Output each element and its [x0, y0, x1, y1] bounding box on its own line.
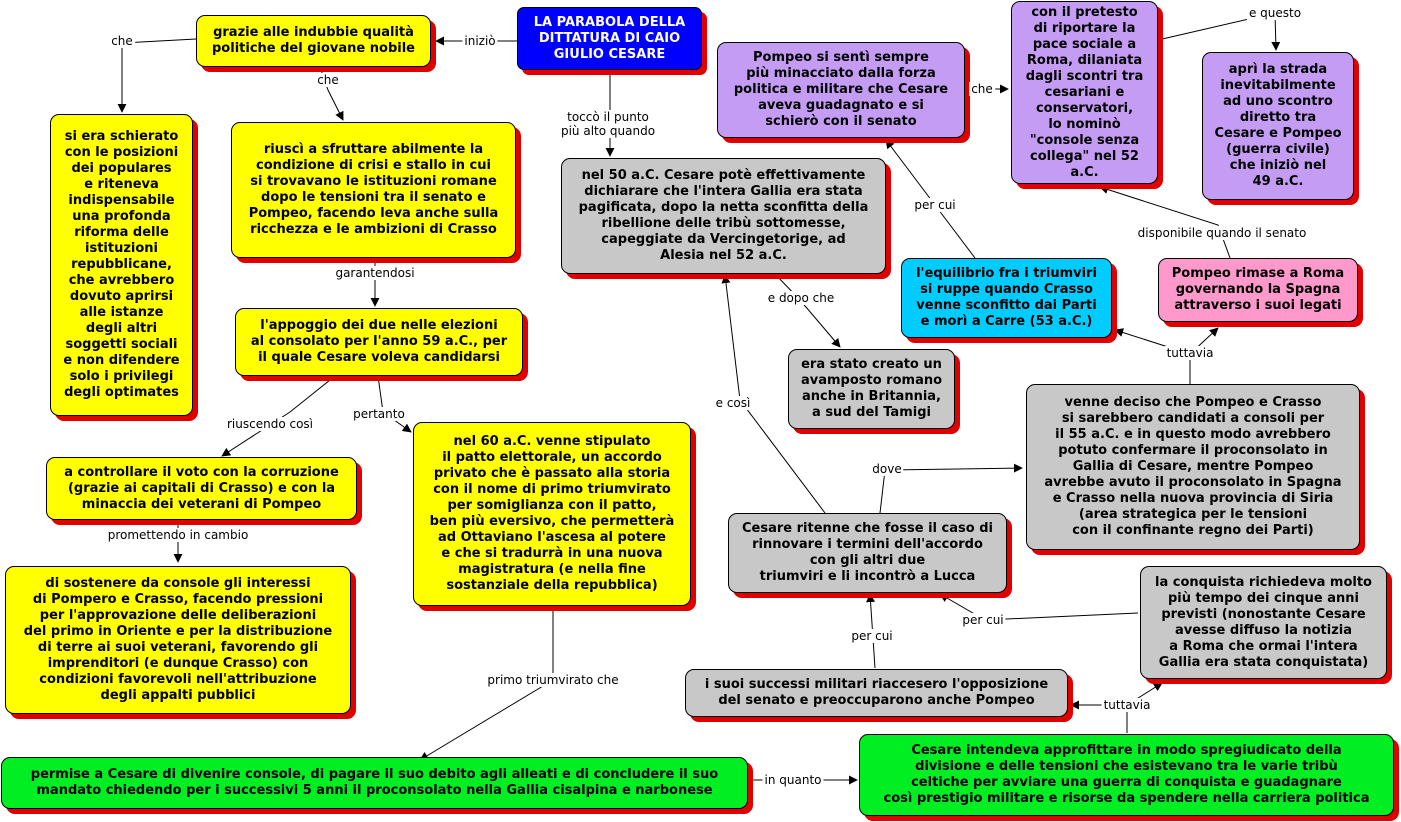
label-per-cui-1: per cui [912, 198, 958, 212]
node-deciso: venne deciso che Pompeo e Crasso si sare… [1026, 384, 1360, 550]
label-inizio: iniziò [462, 34, 498, 48]
node-pretesto: con il pretesto di riportare la pace soc… [1011, 1, 1158, 184]
node-conquista: la conquista richiedeva molto più tempo … [1140, 566, 1387, 679]
label-promettendo: promettendo in cambio [105, 528, 251, 542]
label-primo-triumvirato: primo triumvirato che [485, 673, 621, 687]
title-node: LA PARABOLA DELLA DITTATURA DI CAIO GIUL… [517, 7, 702, 70]
node-controllare: a controllare il voto con la corruzione … [46, 457, 357, 520]
label-disponibile: disponibile quando il senato [1135, 226, 1309, 240]
node-avamposto: era stato creato un avamposto romano anc… [788, 349, 955, 429]
node-successi: i suoi successi militari riaccesero l'op… [685, 669, 1068, 717]
link-gallia50-avamposto [774, 273, 841, 348]
node-equilibrio: l'equilibrio fra i triumviri si ruppe qu… [901, 258, 1112, 338]
label-e-dopo-che: e dopo che [765, 291, 837, 305]
node-pompeo-minacciato: Pompeo si sentì sempre più minacciato da… [717, 42, 965, 138]
label-che-1: che [109, 34, 135, 48]
node-schierato: si era schierato con le posizioni dei po… [50, 114, 193, 416]
link-appoggio-patto [377, 375, 412, 433]
node-patto: nel 60 a.C. venne stipulato il patto ele… [413, 422, 691, 606]
node-pompeo-roma: Pompeo rimase a Roma governando la Spagn… [1158, 258, 1358, 322]
label-e-questo: e questo [1246, 6, 1304, 20]
node-lucca: Cesare ritenne che fosse il caso di rinn… [728, 513, 1007, 593]
label-garantendosi: garantendosi [333, 266, 417, 280]
node-sostenere: di sostenere da console gli interessi di… [5, 566, 351, 714]
link-appoggio-controllare [221, 375, 336, 457]
label-e-cosi: e così [713, 396, 753, 410]
link-qualita-schierato [117, 38, 197, 113]
node-gallia50: nel 50 a.C. Cesare potè effettivamente d… [561, 158, 886, 274]
label-che-2: che [315, 73, 341, 87]
label-riuscendo: riuscendo così [224, 417, 316, 431]
node-appoggio: l'appoggio dei due nelle elezioni al con… [235, 308, 523, 376]
node-qualita: grazie alle indubbie qualità politiche d… [196, 15, 431, 67]
label-tuttavia-1: tuttavia [1164, 346, 1216, 360]
link-pompeoroma-pretesto [1099, 185, 1231, 259]
label-tocco: toccò il punto più alto quando [558, 110, 658, 138]
node-permise: permise a Cesare di divenire console, di… [1, 757, 748, 809]
label-per-cui-2: per cui [849, 629, 895, 643]
node-strada: aprì la strada inevitabilmente ad uno sc… [1202, 52, 1354, 200]
node-sfruttare: riuscì a sfruttare abilmente la condizio… [231, 122, 516, 258]
label-tuttavia-2: tuttavia [1101, 698, 1153, 712]
node-intendeva: Cesare intendeva approfittare in modo sp… [859, 734, 1394, 816]
label-in-quanto: in quanto [762, 773, 824, 787]
label-pertanto: pertanto [351, 407, 407, 421]
label-dove: dove [870, 462, 904, 476]
label-che-3: che [969, 82, 995, 96]
label-per-cui-3: per cui [960, 613, 1006, 627]
